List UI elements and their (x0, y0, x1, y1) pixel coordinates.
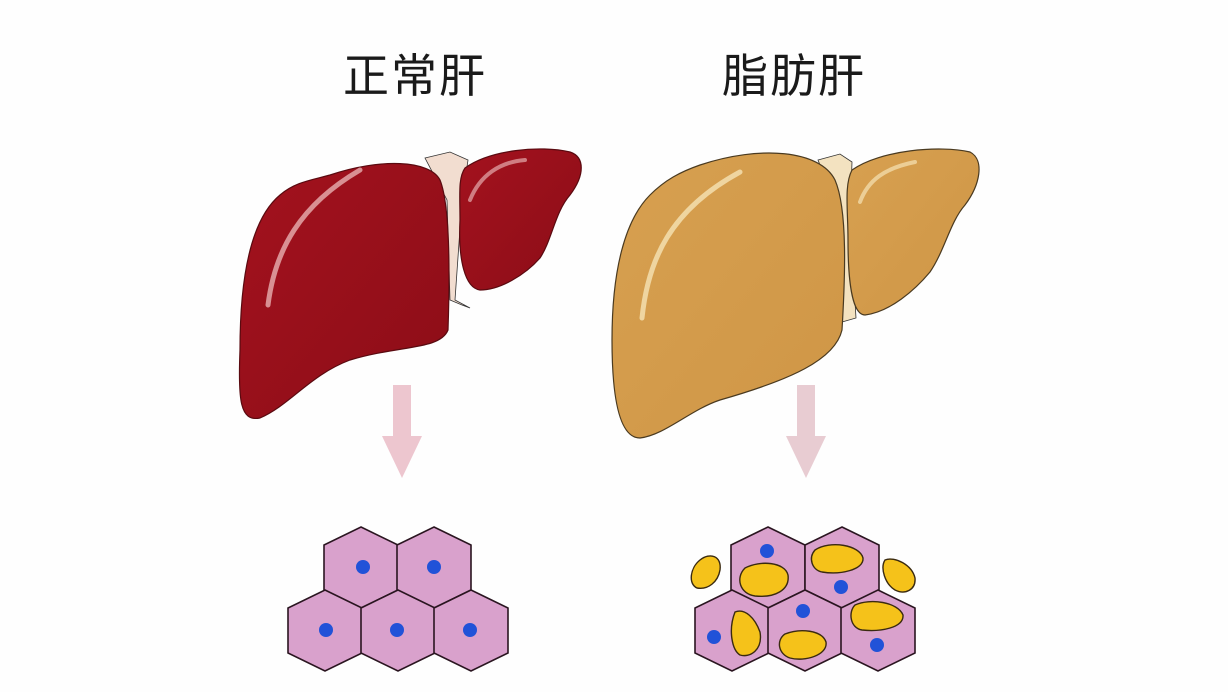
fat-droplets (690, 544, 916, 660)
fatty-liver-title: 脂肪肝 (722, 49, 866, 103)
fatty-liver-illustration (611, 148, 980, 439)
normal-hepatocytes (287, 526, 509, 672)
normal-liver-illustration (238, 148, 582, 420)
normal-liver-title: 正常肝 (343, 49, 487, 103)
nucleus-icons-fatty (707, 544, 884, 652)
down-arrow-icon-fatty (786, 385, 826, 478)
nucleus-icons-normal (319, 560, 477, 637)
down-arrow-icon-normal (382, 385, 422, 478)
